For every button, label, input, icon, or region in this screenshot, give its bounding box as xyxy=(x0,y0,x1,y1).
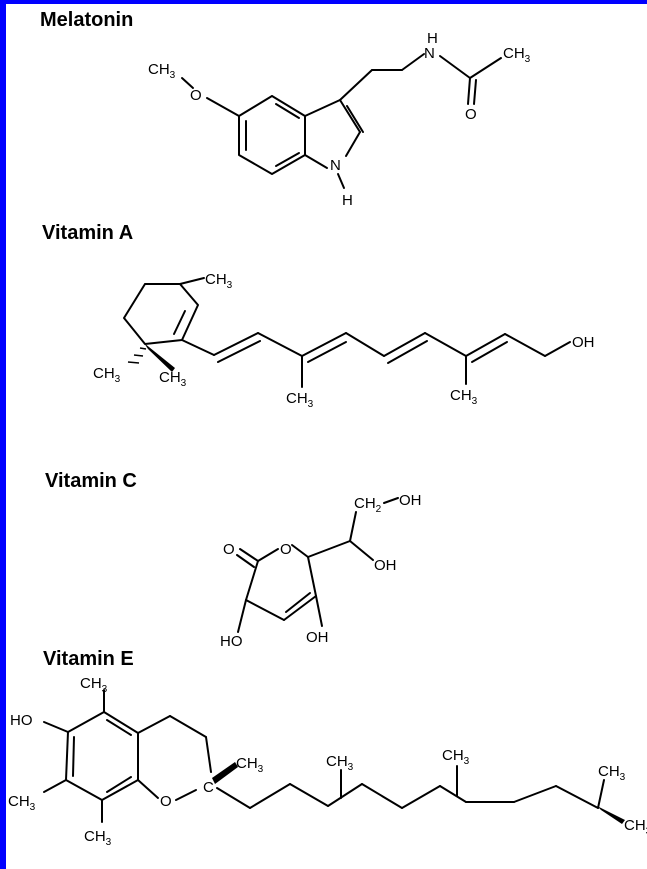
vitamin-c-hydroxyl-side: OH xyxy=(374,557,397,574)
vitamin-c-ring-o: O xyxy=(280,541,292,558)
vitamin-e-c2-ch3: CH3 xyxy=(236,755,264,775)
vitamin-c-hydroxyl-right: OH xyxy=(306,629,329,646)
vitamin-e-ring-ch3-bottom: CH3 xyxy=(84,828,112,848)
melatonin-methoxy-o: O xyxy=(190,87,202,104)
melatonin-indole-h: H xyxy=(342,192,353,209)
vitamin-c-carbonyl-o: O xyxy=(223,541,235,558)
vitamin-e-hydroxyl: HO xyxy=(10,712,33,729)
frame-top-border xyxy=(0,0,647,4)
melatonin-indole-n: N xyxy=(330,157,341,174)
melatonin-acetyl-ch3: CH3 xyxy=(503,45,531,65)
melatonin-amide-h: H xyxy=(427,30,438,47)
vitamin-c-ch2: CH2 xyxy=(354,495,382,515)
vitamin-e-tail-ch3-3: CH3 xyxy=(598,763,626,783)
vitamin-a-section: Vitamin A CH3 CH3 CH3 CH3 xyxy=(42,222,595,410)
vitamin-a-ring-ch3-bottom: CH3 xyxy=(159,369,187,389)
melatonin-carbonyl-o: O xyxy=(465,106,477,123)
frame-left-border xyxy=(0,0,6,869)
vitamin-c-hydroxyl-top: OH xyxy=(399,492,422,509)
vitamin-a-ring-ch3-top: CH3 xyxy=(205,271,233,291)
vitamin-c-section: Vitamin C O O HO OH CH2 OH xyxy=(45,470,422,650)
vitamin-a-chain-ch3-1: CH3 xyxy=(286,390,314,410)
vitamin-a-structure: CH3 CH3 CH3 CH3 CH3 xyxy=(93,271,595,410)
vitamin-e-c2: C xyxy=(203,779,214,796)
vitamin-e-ring-ch3-top: CH3 xyxy=(80,675,108,695)
vitamin-e-tail-ch3-2: CH3 xyxy=(442,747,470,767)
vitamin-c-hydroxyl-left: HO xyxy=(220,633,243,650)
vitamin-a-title: Vitamin A xyxy=(42,222,133,244)
vitamin-c-title: Vitamin C xyxy=(45,470,137,492)
vitamin-e-tail-ch3-4: CH3 xyxy=(624,817,647,837)
vitamin-c-structure: O O HO OH CH2 OH OH xyxy=(220,492,422,650)
vitamin-a-chain-ch3-2: CH3 xyxy=(450,387,478,407)
melatonin-section: Melatonin N H O CH3 N xyxy=(40,9,531,209)
vitamin-e-ring-o: O xyxy=(160,793,172,810)
melatonin-title: Melatonin xyxy=(40,9,133,31)
vitamin-a-ring-ch3-left: CH3 xyxy=(93,365,121,385)
vitamin-e-section: Vitamin E CH3 CH3 CH3 HO C O xyxy=(8,648,647,848)
melatonin-structure: N H O CH3 N H O CH3 xyxy=(148,30,531,209)
vitamin-e-ring-ch3-left: CH3 xyxy=(8,793,36,813)
vitamin-e-title: Vitamin E xyxy=(43,648,134,670)
melatonin-methoxy-ch3: CH3 xyxy=(148,61,176,81)
melatonin-amide-n: N xyxy=(424,45,435,62)
vitamin-a-hydroxyl: OH xyxy=(572,334,595,351)
vitamin-e-structure: CH3 CH3 CH3 HO C O CH3 CH3 xyxy=(8,675,647,848)
vitamin-e-tail-ch3-1: CH3 xyxy=(326,753,354,773)
